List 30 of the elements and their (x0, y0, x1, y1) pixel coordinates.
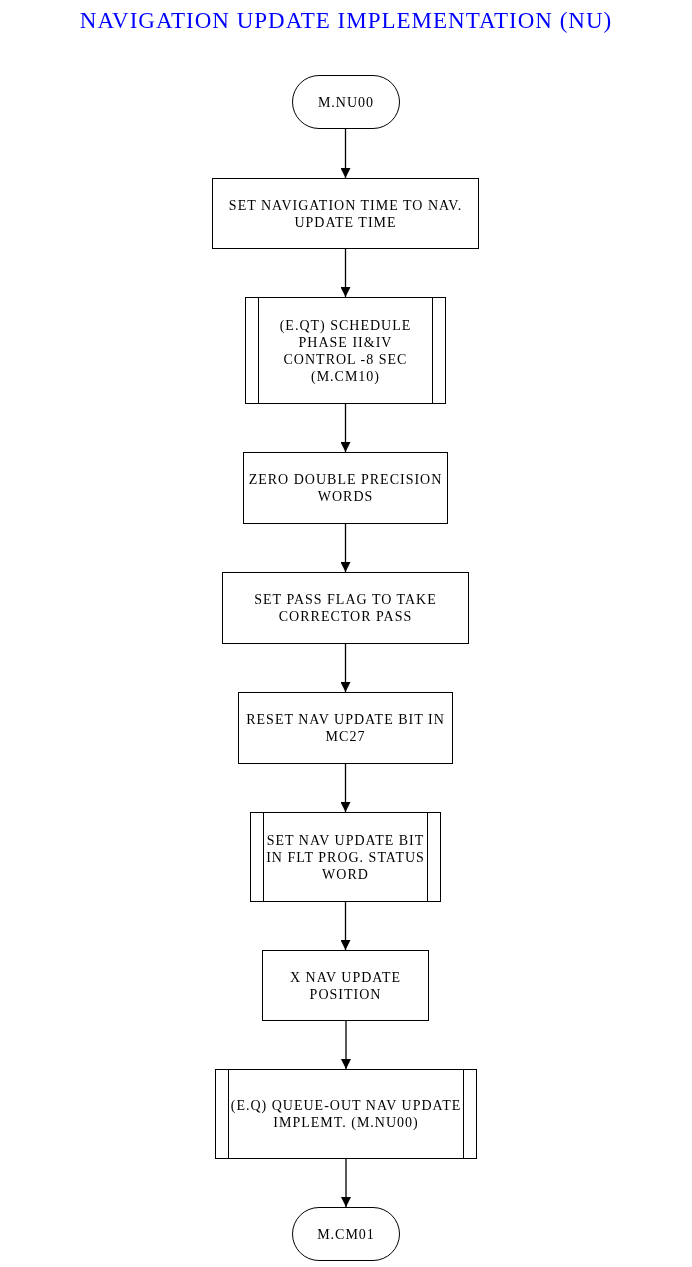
arrow (340, 643, 351, 693)
node-label: SET PASS FLAG TO TAKE CORRECTOR PASS (253, 591, 438, 625)
node-label: SET NAVIGATION TIME TO NAV. UPDATE TIME (227, 196, 464, 231)
node-label: SET NAV UPDATE BIT IN FLT PROG. STATUS WORD (265, 831, 426, 883)
arrow (340, 901, 351, 951)
predefined-process-box (250, 812, 441, 902)
node-label: M.NU00 (316, 93, 376, 111)
arrow (340, 128, 351, 179)
node-label: RESET NAV UPDATE BIT IN MC27 (245, 711, 446, 745)
node-label: ZERO DOUBLE PRECISION WORDS (247, 471, 444, 505)
arrow (340, 403, 351, 453)
process-box (238, 692, 453, 764)
arrow (341, 1158, 351, 1208)
predefined-process-box (215, 1069, 477, 1159)
arrow (340, 248, 351, 298)
node-label: X NAV UPDATE POSITION (288, 968, 403, 1003)
process-box (212, 178, 479, 249)
predefined-process-box (245, 297, 446, 404)
terminal-box (292, 75, 400, 129)
arrow (340, 523, 351, 573)
process-box (222, 572, 469, 644)
node-label: (E.QT) SCHEDULE PHASE II&IV CONTROL -8 SEC (M.CM10) (278, 316, 413, 385)
arrow (341, 1020, 351, 1070)
node-label: M.CM01 (316, 1225, 376, 1243)
process-box (262, 950, 429, 1021)
arrow (340, 763, 351, 813)
diagram-title: NAVIGATION UPDATE IMPLEMENTATION (NU) (78, 8, 614, 34)
terminal-box (292, 1207, 400, 1261)
node-label: (E.Q) QUEUE-OUT NAV UPDATE IMPLEMT. (M.NU00) (229, 1097, 463, 1131)
process-box (243, 452, 448, 524)
